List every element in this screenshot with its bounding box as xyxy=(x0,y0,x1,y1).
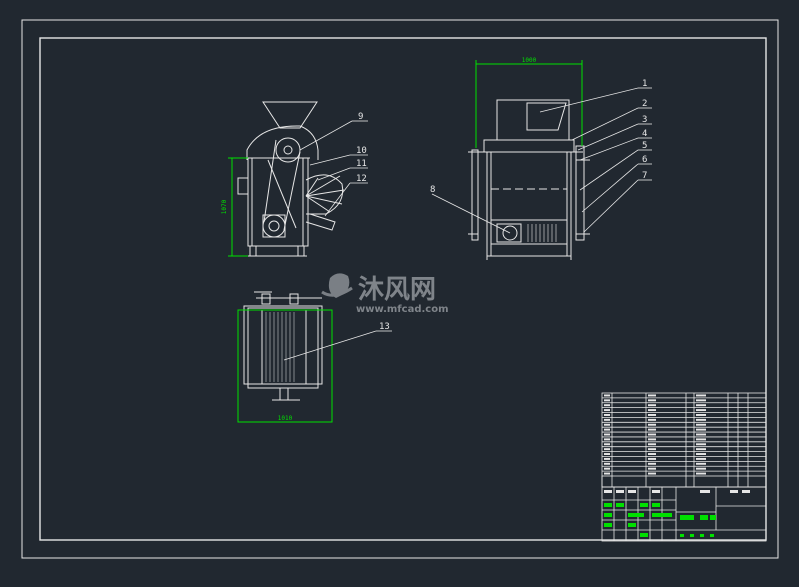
callout-11: 11 xyxy=(356,159,367,169)
callout-5: 5 xyxy=(642,141,647,151)
parts-list-entry xyxy=(604,448,610,451)
callout-9: 9 xyxy=(358,112,363,122)
parts-list-entry xyxy=(648,423,656,426)
parts-list-entry xyxy=(604,394,610,397)
top-width-dimension xyxy=(237,309,333,423)
parts-list-entry xyxy=(648,409,656,412)
parts-list-entry xyxy=(604,433,610,436)
title-block-green-cells xyxy=(604,503,716,537)
callout-12: 12 xyxy=(356,174,367,184)
callout-2: 2 xyxy=(642,99,647,109)
parts-list-entry xyxy=(696,409,706,412)
outer-frame xyxy=(21,19,779,559)
parts-list-entry xyxy=(648,453,656,456)
parts-list-entry xyxy=(604,467,610,470)
callout-1: 1 xyxy=(642,79,647,89)
callout-8: 8 xyxy=(430,185,435,195)
callout-13: 13 xyxy=(379,322,390,332)
parts-list-entry xyxy=(648,438,656,441)
parts-list-entry xyxy=(604,418,610,421)
parts-list-entry xyxy=(604,453,610,456)
callout-10: 10 xyxy=(356,146,367,156)
parts-list-entry xyxy=(696,399,706,402)
side-height-dim-text: 1070 xyxy=(221,199,228,214)
parts-list-entry xyxy=(604,428,610,431)
parts-list-entry xyxy=(648,418,656,421)
title-block xyxy=(601,392,767,542)
parts-list-entry xyxy=(696,472,706,475)
parts-list-entry xyxy=(696,467,706,470)
parts-list-entry xyxy=(648,457,656,460)
parts-list-entry xyxy=(696,448,706,451)
parts-list-entry xyxy=(696,453,706,456)
parts-list-entry xyxy=(696,404,706,407)
parts-list-entry xyxy=(648,428,656,431)
top-view-leader xyxy=(283,330,392,361)
parts-list-entry xyxy=(648,443,656,446)
watermark-logo xyxy=(321,273,353,298)
callout-4: 4 xyxy=(642,129,647,139)
parts-list-entry xyxy=(604,409,610,412)
watermark-brand-en: www.mfcad.com xyxy=(356,304,449,315)
parts-list-entry xyxy=(696,413,706,416)
top-view xyxy=(243,291,323,401)
parts-list-entry xyxy=(648,472,656,475)
parts-list-entry xyxy=(604,399,610,402)
parts-list-entry xyxy=(604,443,610,446)
parts-list-entry xyxy=(648,462,656,465)
front-width-dimension xyxy=(475,60,583,148)
parts-list-entry xyxy=(648,448,656,451)
parts-list-entry xyxy=(648,404,656,407)
inner-frame xyxy=(39,37,767,541)
parts-list-entry xyxy=(604,404,610,407)
side-view xyxy=(237,101,345,257)
parts-list-entry xyxy=(648,433,656,436)
front-view-leaders xyxy=(431,87,652,234)
parts-list-entry xyxy=(648,413,656,416)
parts-list-entry xyxy=(696,462,706,465)
callout-6: 6 xyxy=(642,155,647,165)
front-view xyxy=(468,99,590,260)
parts-list-entry xyxy=(696,423,706,426)
parts-list-entry xyxy=(604,472,610,475)
callout-3: 3 xyxy=(642,115,647,125)
parts-list-entry xyxy=(696,418,706,421)
parts-list-entry xyxy=(604,438,610,441)
parts-list-entry xyxy=(696,433,706,436)
parts-list-entry xyxy=(604,423,610,426)
parts-list-entry xyxy=(604,457,610,460)
parts-list-entry xyxy=(604,413,610,416)
side-height-dimension xyxy=(228,157,248,257)
front-width-dim-text: 1000 xyxy=(522,57,537,64)
parts-list-entry xyxy=(696,443,706,446)
parts-list-entry xyxy=(604,462,610,465)
parts-list-entry xyxy=(648,394,656,397)
parts-list-entry xyxy=(648,467,656,470)
watermark-brand-cn: 沐风网 xyxy=(358,275,436,305)
parts-list-entry xyxy=(696,394,706,397)
callout-7: 7 xyxy=(642,171,647,181)
parts-list-entry xyxy=(696,457,706,460)
parts-list-entry xyxy=(696,438,706,441)
title-block-fills xyxy=(604,394,750,493)
parts-list-entry xyxy=(696,428,706,431)
side-view-leaders xyxy=(299,120,368,217)
parts-list-entry xyxy=(648,399,656,402)
top-width-dim-text: 1010 xyxy=(278,415,293,422)
